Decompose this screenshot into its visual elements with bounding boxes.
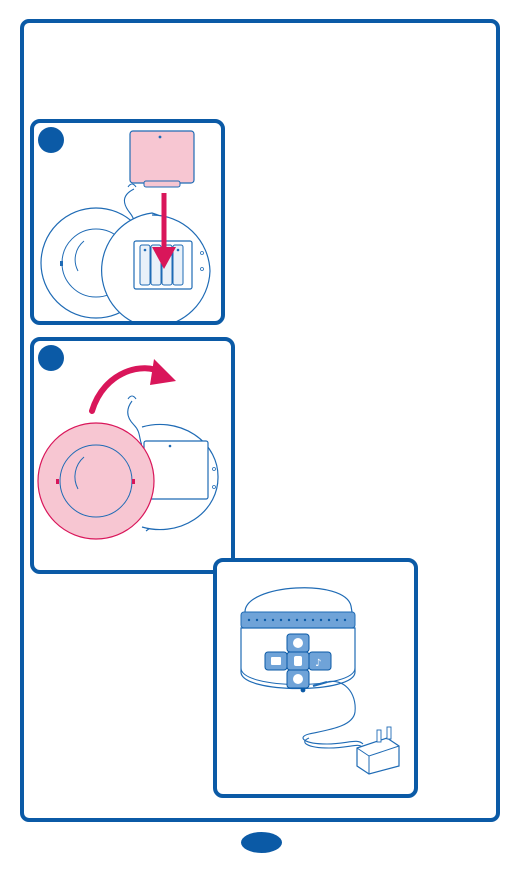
face-icon	[294, 656, 302, 666]
timer-icon	[271, 657, 281, 665]
power-cord-icon	[303, 681, 363, 744]
rotate-arrow-icon	[92, 368, 162, 411]
volume-up-icon	[293, 638, 303, 648]
page-number-badge	[241, 832, 282, 853]
battery-insert-illustration	[34, 123, 225, 325]
battery-door	[130, 131, 194, 183]
battery-door-screw	[159, 136, 162, 139]
step-3-panel: ♪	[213, 558, 418, 798]
dc-jack	[301, 688, 306, 693]
power-adapter-icon	[357, 738, 399, 774]
power-adapter-illustration: ♪	[217, 562, 418, 798]
music-note-icon: ♪	[315, 658, 321, 669]
volume-down-icon	[293, 674, 303, 684]
cover-reattach-illustration	[34, 341, 235, 574]
cover-disc-highlighted	[38, 423, 154, 539]
step-2-panel	[30, 337, 235, 574]
step-1-panel	[30, 119, 225, 325]
battery-door-tab	[144, 181, 180, 187]
